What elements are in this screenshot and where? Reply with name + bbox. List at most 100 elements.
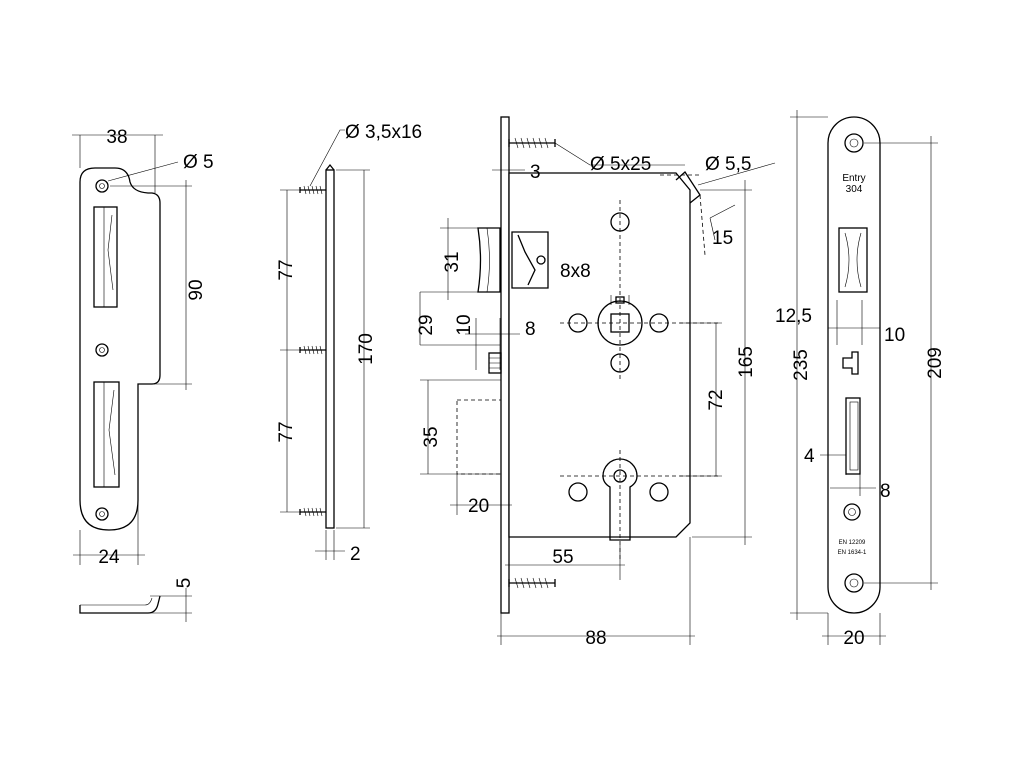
dim-line-backset — [505, 545, 625, 580]
dim-line-bottom — [73, 500, 145, 565]
dim-line-bolt-left — [820, 440, 847, 475]
dim-faceplate-20: 20 — [843, 628, 864, 649]
dim-line-offset — [709, 204, 736, 241]
dim-line-spacing — [110, 180, 192, 390]
dim-screw-size: Ø 5x25 — [590, 154, 651, 175]
dim-line-latch — [420, 218, 478, 300]
spindle-key — [615, 296, 625, 304]
fixing-hole — [568, 482, 588, 502]
screw — [299, 185, 326, 195]
dim-line-bolt — [420, 379, 501, 475]
dim-line-bolt-offset — [450, 474, 512, 515]
side-plate-body — [325, 169, 335, 529]
faceplate-hole-inner — [848, 508, 856, 516]
dim-latch-offset-29: 29 — [416, 314, 437, 335]
screw-hole — [95, 179, 109, 193]
lock-faceplate — [500, 116, 510, 614]
dim-lower-77: 77 — [276, 421, 297, 442]
mounting-hole-detail — [675, 171, 701, 204]
dim-length-170: 170 — [356, 333, 377, 365]
screw-hole-inner — [99, 183, 105, 189]
faceplate-screw-hole — [844, 573, 864, 593]
dim-bolt-offset-20: 20 — [468, 496, 489, 517]
dim-line-faceplate-width — [822, 613, 886, 645]
faceplate-screw — [508, 577, 556, 589]
hole-leader-line — [697, 162, 776, 186]
strike-plate-profile-inner — [80, 597, 153, 606]
latch-spring — [517, 234, 536, 286]
bolt-opening — [93, 381, 120, 488]
dim-line-thickness — [148, 588, 192, 622]
dim-backset-55: 55 — [552, 547, 573, 568]
dim-spacing-90: 90 — [186, 279, 207, 300]
faceplate-screw-hole — [844, 133, 864, 153]
latch-bolt-curve — [486, 227, 490, 293]
lock-body: Ø 5x25 3 Ø 5,5 15 31 29 10 8 — [416, 116, 776, 649]
standard-label-1: EN 12209 — [839, 540, 866, 546]
screw-hole-inner — [99, 347, 105, 353]
dim-line-faceplate-length — [790, 110, 828, 620]
dim-thickness-2: 2 — [350, 544, 361, 565]
screw-leader-line — [554, 142, 685, 166]
cylinder-opening — [602, 458, 638, 541]
dim-bolt-right-8: 8 — [880, 481, 891, 502]
faceplate-screw-hole-inner — [849, 578, 859, 588]
dim-screw-size: Ø 3,5x16 — [345, 122, 422, 143]
strike-plate-outline — [79, 167, 161, 531]
hole-centerlines — [660, 174, 706, 256]
auxiliary-latch-front — [842, 351, 859, 375]
dim-line-body-height — [692, 180, 752, 545]
dim-width-38: 38 — [106, 127, 127, 148]
deadbolt-extended — [456, 399, 502, 475]
dim-hole-55: Ø 5,5 — [705, 154, 751, 175]
dim-gap-10: 10 — [454, 314, 475, 335]
latch-bolt — [477, 227, 501, 293]
screw — [299, 345, 326, 355]
dim-body-165: 165 — [736, 346, 757, 378]
side-plate: Ø 3,5x16 77 77 170 2 — [276, 122, 422, 565]
screw — [299, 507, 326, 517]
dim-line-latch-ext — [836, 300, 863, 345]
dim-bolt-left-4: 4 — [804, 446, 815, 467]
dim-line-width — [72, 134, 163, 193]
dim-line-latch-offset — [419, 292, 500, 346]
lock-case — [508, 172, 691, 538]
latch-opening — [93, 206, 118, 308]
latch-opening-detail — [103, 207, 114, 307]
dim-line-spindle — [610, 295, 630, 305]
latch-window-detail — [844, 232, 862, 288]
side-plate-top — [325, 163, 335, 171]
dim-hole-diameter: Ø 5 — [183, 152, 214, 173]
dim-center-72: 72 — [706, 389, 727, 410]
dim-line-faceplate — [492, 117, 525, 171]
hole-leader-line — [107, 161, 179, 182]
dim-faceplate-3: 3 — [530, 162, 541, 183]
screw-hole — [95, 343, 109, 357]
standard-label-2: EN 1634-1 — [838, 550, 867, 556]
dim-faceplate-235: 235 — [791, 349, 812, 381]
faceplate-screw — [508, 137, 556, 149]
latch-pin — [536, 255, 546, 265]
dim-line-length — [336, 169, 370, 529]
bolt-opening-detail — [103, 382, 116, 487]
brand-name: Entry — [842, 173, 865, 184]
dim-thickness-5: 5 — [174, 578, 195, 589]
dim-latch-gap-10: 10 — [884, 325, 905, 346]
latch-window — [838, 227, 868, 293]
dim-offset-15: 15 — [712, 228, 733, 249]
dim-screw-209: 209 — [925, 347, 946, 379]
brand-model: 304 — [846, 184, 863, 195]
dim-line-thickness — [315, 530, 345, 560]
auxiliary-latch-detail — [489, 357, 501, 369]
dim-line-screw-spacing — [280, 189, 300, 513]
screw-hole — [95, 507, 109, 521]
faceplate-screw-hole-inner — [849, 138, 859, 148]
deadbolt-window-inner — [849, 401, 859, 471]
dim-width-88: 88 — [585, 628, 606, 649]
faceplate-hole — [843, 503, 861, 521]
dim-latch-width-125: 12,5 — [775, 306, 812, 327]
screw-hole-inner — [99, 511, 105, 517]
strike-plate: 38 Ø 5 90 24 5 — [72, 127, 214, 622]
dim-line-width — [497, 537, 695, 645]
